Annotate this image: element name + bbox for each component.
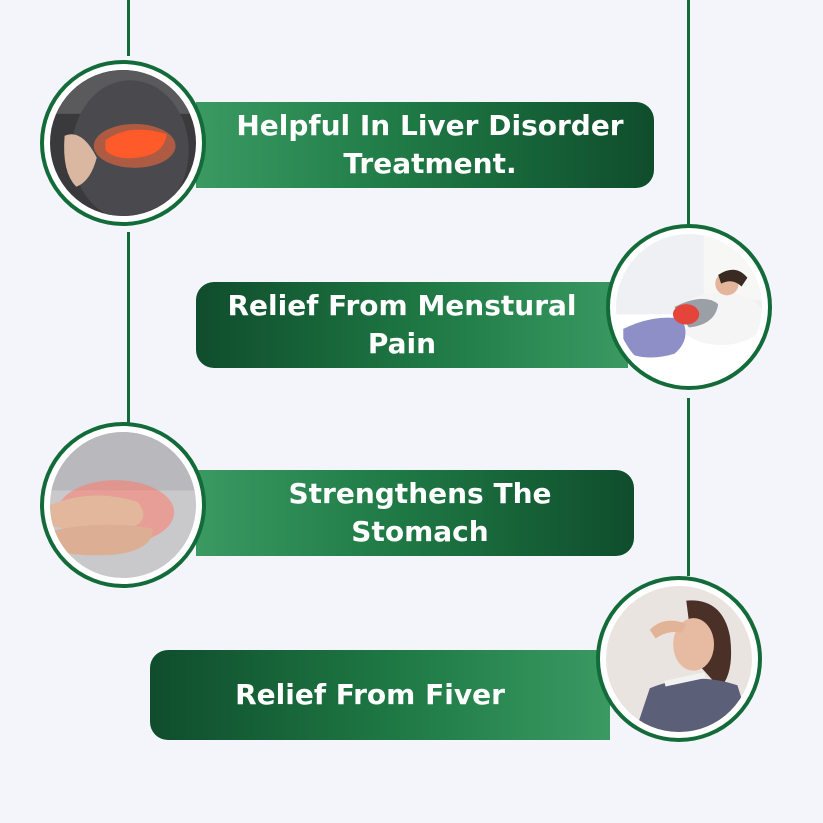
benefit-title-line1: Relief From Menstural xyxy=(227,289,577,322)
benefit-title-line1: Strengthens The xyxy=(288,477,552,510)
menstrual-pain-photo-icon xyxy=(606,224,772,390)
benefit-title-line2: Treatment. xyxy=(343,147,517,180)
connector-line-right-middle xyxy=(687,398,690,576)
benefit-title-line2: Pain xyxy=(367,327,437,360)
fever-photo-icon xyxy=(596,576,762,742)
connector-line-left-middle xyxy=(127,232,130,424)
liver-pain-photo-icon xyxy=(40,60,206,226)
benefit-title-line1: Helpful In Liver Disorder xyxy=(236,109,624,142)
benefit-banner-menstrual: Relief From Menstural Pain xyxy=(196,282,628,368)
connector-line-left-top xyxy=(127,0,130,56)
stomach-pain-photo-icon xyxy=(40,422,206,588)
benefit-title-line2: Stomach xyxy=(351,515,489,548)
benefit-title-line1: Relief From Fiver xyxy=(235,678,505,711)
benefit-banner-stomach: Strengthens The Stomach xyxy=(196,470,634,556)
benefit-banner-fever: Relief From Fiver xyxy=(150,650,610,740)
connector-line-right-top xyxy=(687,0,690,228)
benefit-banner-liver: Helpful In Liver Disorder Treatment. xyxy=(196,102,654,188)
